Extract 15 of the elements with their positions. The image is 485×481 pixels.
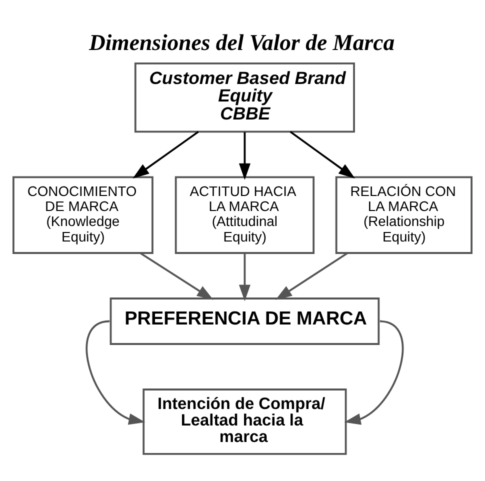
- node-box: ACTITUD HACIA LA MARCA (Attitudinal Equity): [174, 176, 315, 254]
- arrow: [132, 130, 199, 178]
- node-box: RELACIÓN CON LA MARCA (Relationship Equity): [335, 176, 472, 254]
- node-box: PREFERENCIA DE MARCA: [110, 297, 380, 344]
- arrow: [276, 252, 348, 300]
- arrow: [238, 252, 250, 301]
- node-box: CONOCIMIENTO DE MARCA (Knowledge Equity): [12, 176, 154, 254]
- node-box: Customer Based Brand Equity CBBE: [134, 62, 355, 132]
- arrow: [238, 132, 250, 180]
- node-box: Intención de Compra/ Lealtad hacia la marca: [142, 388, 347, 454]
- arrow: [290, 130, 356, 178]
- arrow: [86, 320, 146, 424]
- arrow: [344, 320, 404, 424]
- arrow: [140, 252, 214, 300]
- diagram-title: Dimensiones del Valor de Marca: [88, 30, 395, 55]
